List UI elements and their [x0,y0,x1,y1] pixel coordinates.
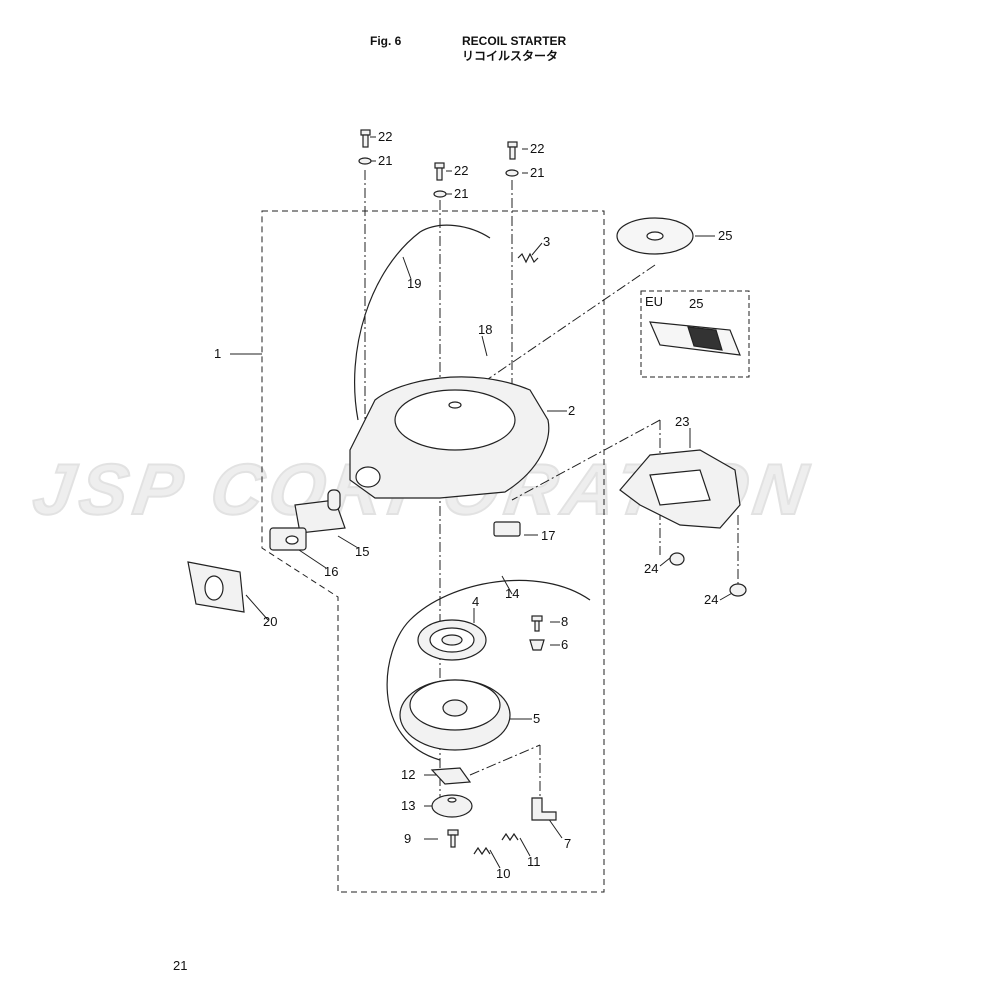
callout-13: 13 [401,798,416,813]
figure-title-jp: リコイルスタータ [462,49,559,63]
callout-22: 22 [454,163,469,178]
collar-6-icon [529,639,545,651]
guide-13-icon [431,794,473,818]
spring-3-icon [517,252,539,264]
decal-25-icon [616,217,694,255]
callout-25: 25 [718,228,733,243]
callout-19: 19 [407,276,422,291]
callout-12: 12 [401,767,416,782]
reel-5-icon [399,679,511,751]
cable-19-icon [354,224,491,421]
callout-15: 15 [355,544,370,559]
assembly-boundary [261,210,605,893]
callout-21: 21 [530,165,545,180]
spring-11-icon [501,832,519,842]
callout-22: 22 [378,129,393,144]
figure-number: Fig. 6 [370,34,402,48]
callout-1: 1 [214,346,222,361]
callout-5: 5 [533,711,541,726]
callout-16: 16 [324,564,339,579]
cover-23-icon [619,449,741,529]
pad-20-icon [187,561,245,613]
spring-10-icon [473,846,491,856]
screw-8-icon [531,615,543,632]
callout-8: 8 [561,614,569,629]
callout-10: 10 [496,866,511,881]
spiral-spring-4-icon [417,619,487,661]
eu-box [640,290,750,378]
page-number: 21 [173,958,188,973]
callout-22: 22 [530,141,545,156]
stop-switch-17-icon [493,521,521,537]
callout-24: 24 [644,561,659,576]
eu-label: EU [645,294,664,309]
callout-14: 14 [505,586,520,601]
figure-title: RECOIL STARTER [462,34,567,48]
callout-18: 18 [478,322,493,337]
rope-14-icon [386,579,591,761]
ratchet-7-icon [531,797,557,821]
callout-7: 7 [564,836,572,851]
callout-4: 4 [472,594,480,609]
grommet-24-icon [729,583,747,597]
callout-25-eu: 25 [689,296,704,311]
callout-9: 9 [404,831,412,846]
decal-25-eu-icon [649,321,741,356]
callout-2: 2 [568,403,576,418]
grommet-24-icon [669,552,685,566]
callout-23: 23 [675,414,690,429]
friction-plate-12-icon [430,767,472,785]
bolt-22-icon [507,141,518,160]
callout-17: 17 [541,528,556,543]
callout-11: 11 [527,854,541,869]
callout-21: 21 [454,186,469,201]
starter-handle-15-icon [294,489,346,534]
callout-20: 20 [263,614,278,629]
callout-3: 3 [543,234,551,249]
callout-24: 24 [704,592,719,607]
washer-21-icon [433,190,447,198]
bolt-22-icon [360,129,371,148]
washer-21-icon [505,169,519,177]
callout-6: 6 [561,637,569,652]
bolt-9-icon [447,829,459,848]
washer-21-icon [358,157,372,165]
grip-16-icon [269,527,307,551]
callout-21: 21 [378,153,393,168]
bolt-22-icon [434,162,445,181]
recoil-case-2-icon [349,376,550,499]
